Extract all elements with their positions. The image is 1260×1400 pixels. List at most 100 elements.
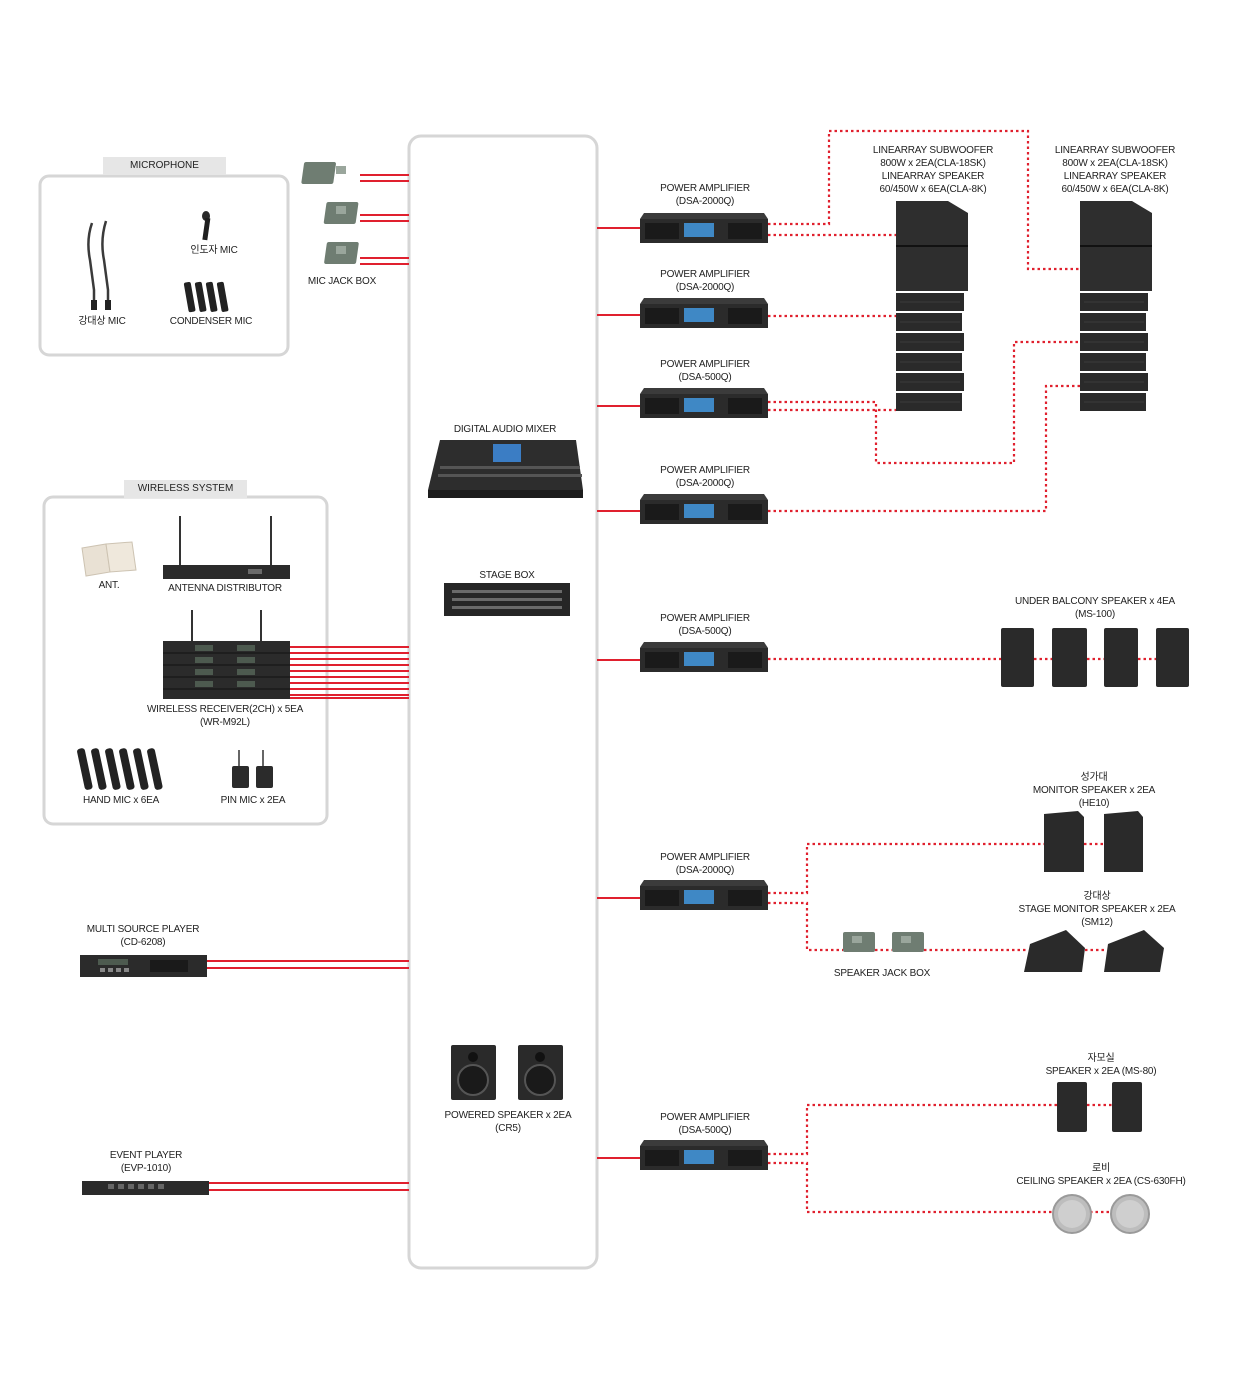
mic-jack-box-icon: [301, 162, 359, 264]
linearray-left-label-line3: LINEARRAY SPEAKER: [881, 171, 985, 182]
stage-box-icon: [444, 583, 570, 616]
linearray-right-label-line2: 800W x 2EA(CLA-18SK): [1062, 158, 1168, 169]
stage-monitor-label-line2: STAGE MONITOR SPEAKER x 2EA: [1018, 904, 1176, 915]
wireless-group-title: WIRELESS SYSTEM: [124, 480, 247, 498]
podium-mic-icon: [87, 220, 111, 310]
leader-mic-icon: [202, 211, 211, 241]
mixer-rack-panel: [407, 134, 599, 1270]
ceiling-speaker-label-line1: 로비: [1092, 1163, 1110, 1174]
linearray-left-label-line1: LINEARRAY SUBWOOFER: [872, 145, 994, 156]
ant-label: ANT.: [98, 580, 120, 591]
multi-source-player-label: MULTI SOURCE PLAYER (CD-6208): [87, 923, 200, 949]
event-player-label-line1: EVENT PLAYER: [109, 1150, 183, 1161]
jamosil-speaker-label-line1: 자모실: [1087, 1053, 1115, 1064]
amp7-label-line1: POWER AMPLIFIER: [660, 1112, 750, 1123]
speaker-jack-box-label: SPEAKER JACK BOX: [833, 968, 931, 979]
amp6-label: POWER AMPLIFIER (DSA-2000Q): [660, 851, 750, 877]
antenna-distributor-label: ANTENNA DISTRIBUTOR: [168, 583, 282, 594]
powered-speaker-label-line1: POWERED SPEAKER x 2EA: [444, 1110, 572, 1121]
multi-source-player-icon: [80, 955, 207, 977]
under-balcony-speaker-icon: [1001, 628, 1189, 687]
condenser-mic-label: CONDENSER MIC: [169, 316, 253, 327]
under-balcony-label-line1: UNDER BALCONY SPEAKER x 4EA: [1014, 596, 1176, 607]
antenna-distributor-icon: [163, 516, 290, 579]
digital-audio-mixer-label: DIGITAL AUDIO MIXER: [453, 424, 557, 435]
monitor-speaker-label-line2: MONITOR SPEAKER x 2EA: [1032, 785, 1156, 796]
amp2-label-line1: POWER AMPLIFIER: [660, 269, 750, 280]
speaker-jack-box-icon: [843, 932, 924, 952]
under-balcony-label: UNDER BALCONY SPEAKER x 4EA (MS-100): [1015, 595, 1175, 621]
stage-monitor-label: 강대상 STAGE MONITOR SPEAKER x 2EA (SM12): [1018, 890, 1175, 929]
amp1-label-line1: POWER AMPLIFIER: [660, 183, 750, 194]
powered-speaker-icon: [451, 1045, 563, 1100]
linearray-left-label-line4: 60/450W x 6EA(CLA-8K): [879, 184, 987, 195]
pin-mic-label: PIN MIC x 2EA: [220, 795, 286, 806]
linearray-right-label-line4: 60/450W x 6EA(CLA-8K): [1061, 184, 1169, 195]
microphone-group-title: MICROPHONE: [103, 157, 226, 175]
amp7-label: POWER AMPLIFIER (DSA-500Q): [660, 1111, 750, 1137]
ceiling-speaker-icon: [1052, 1194, 1150, 1234]
linearray-right-label: LINEARRAY SUBWOOFER 800W x 2EA(CLA-18SK)…: [1055, 144, 1175, 196]
power-amplifier-icon: [640, 388, 768, 418]
digital-audio-mixer-icon: [428, 440, 583, 498]
multi-source-player-label-line2: (CD-6208): [120, 937, 166, 948]
stage-box-label: STAGE BOX: [479, 570, 535, 581]
linearray-left-label: LINEARRAY SUBWOOFER 800W x 2EA(CLA-18SK)…: [873, 144, 993, 196]
podium-mic-label: 강대상 MIC: [78, 316, 126, 327]
condenser-mic-icon: [183, 281, 229, 313]
amp3-label-line1: POWER AMPLIFIER: [660, 359, 750, 370]
under-balcony-label-line2: (MS-100): [1074, 609, 1116, 620]
power-amplifier-icon: [640, 1140, 768, 1170]
speaker-cables: [768, 129, 1156, 1214]
jamosil-speaker-icon: [1057, 1082, 1142, 1132]
amp5-label: POWER AMPLIFIER (DSA-500Q): [660, 612, 750, 638]
monitor-speaker-label-line1: 성가대: [1080, 772, 1108, 783]
stage-monitor-label-line3: (SM12): [1081, 917, 1113, 928]
wireless-receiver-label-line1: WIRELESS RECEIVER(2CH) x 5EA: [146, 704, 304, 715]
amp2-label-line2: (DSA-2000Q): [675, 282, 735, 293]
amp4-label: POWER AMPLIFIER (DSA-2000Q): [660, 464, 750, 490]
hand-mic-icon: [77, 748, 163, 790]
amp3-label-line2: (DSA-500Q): [678, 372, 732, 383]
monitor-speaker-label-line3: (HE10): [1078, 798, 1110, 809]
monitor-speaker-icon: [1044, 811, 1143, 872]
ceiling-speaker-label-line2: CEILING SPEAKER x 2EA (CS-630FH): [1016, 1176, 1186, 1187]
microphone-panel: [38, 174, 290, 357]
ant-icon: [81, 541, 137, 577]
wireless-receiver-label: WIRELESS RECEIVER(2CH) x 5EA (WR-M92L): [147, 703, 303, 729]
amp4-label-line1: POWER AMPLIFIER: [660, 465, 750, 476]
amp3-label: POWER AMPLIFIER (DSA-500Q): [660, 358, 750, 384]
amp6-label-line1: POWER AMPLIFIER: [660, 852, 750, 863]
amp5-label-line2: (DSA-500Q): [678, 626, 732, 637]
event-player-icon: [82, 1181, 209, 1195]
amp6-label-line2: (DSA-2000Q): [675, 865, 735, 876]
linearray-right-label-line3: LINEARRAY SPEAKER: [1063, 171, 1167, 182]
amp1-label-line2: (DSA-2000Q): [675, 196, 735, 207]
power-amplifier-icon: [640, 213, 768, 243]
powered-speaker-label-line2: (CR5): [495, 1123, 521, 1134]
event-player-label-line2: (EVP-1010): [120, 1163, 172, 1174]
linearray-left-label-line2: 800W x 2EA(CLA-18SK): [880, 158, 986, 169]
amp5-label-line1: POWER AMPLIFIER: [660, 613, 750, 624]
input-cables: [205, 174, 640, 1191]
hand-mic-label: HAND MIC x 6EA: [82, 795, 160, 806]
ceiling-speaker-label: 로비 CEILING SPEAKER x 2EA (CS-630FH): [1016, 1162, 1185, 1188]
stage-monitor-label-line1: 강대상: [1083, 891, 1111, 902]
amp1-label: POWER AMPLIFIER (DSA-2000Q): [660, 182, 750, 208]
power-amplifiers: [640, 213, 768, 1170]
power-amplifier-icon: [640, 298, 768, 328]
mic-jack-box-label: MIC JACK BOX: [307, 276, 377, 287]
amp7-label-line2: (DSA-500Q): [678, 1125, 732, 1136]
monitor-speaker-label: 성가대 MONITOR SPEAKER x 2EA (HE10): [1032, 771, 1156, 810]
linearray-left-icon: [896, 201, 968, 411]
event-player-label: EVENT PLAYER (EVP-1010): [110, 1149, 182, 1175]
multi-source-player-label-line1: MULTI SOURCE PLAYER: [86, 924, 200, 935]
leader-mic-label: 인도자 MIC: [190, 245, 238, 256]
linearray-right-icon: [1080, 201, 1152, 411]
linearray-right-label-line1: LINEARRAY SUBWOOFER: [1054, 145, 1176, 156]
powered-speaker-label: POWERED SPEAKER x 2EA (CR5): [445, 1109, 572, 1135]
amp2-label: POWER AMPLIFIER (DSA-2000Q): [660, 268, 750, 294]
jamosil-speaker-label-line2: SPEAKER x 2EA (MS-80): [1045, 1066, 1157, 1077]
power-amplifier-icon: [640, 880, 768, 910]
